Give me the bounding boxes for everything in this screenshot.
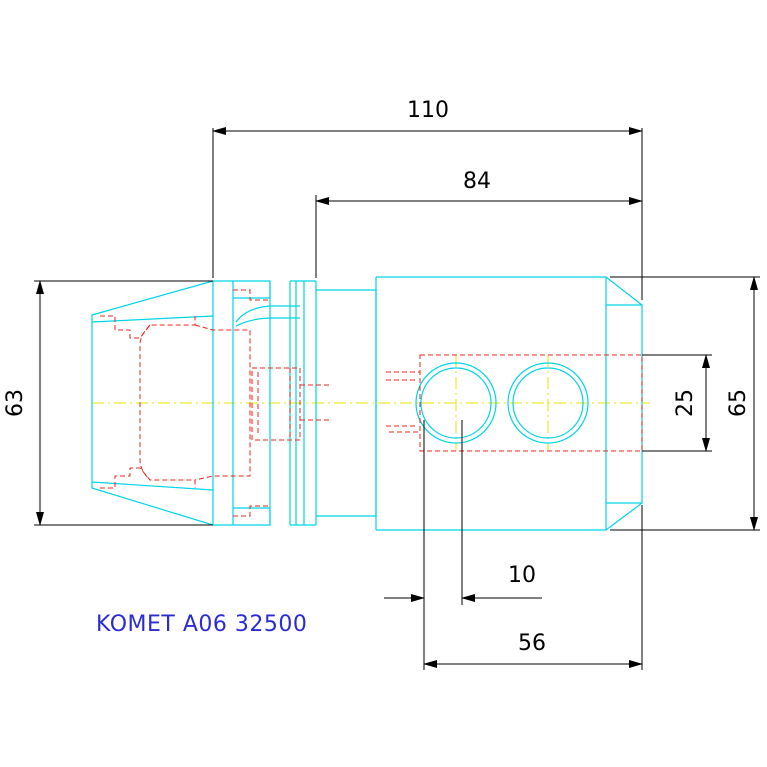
part-outline: [91, 276, 643, 531]
hidden-lines: [100, 289, 643, 517]
dim-hole-pattern-height: 25: [673, 389, 698, 417]
dim-overall-length: 110: [407, 98, 449, 123]
dim-hole-offset: 10: [508, 563, 536, 588]
dim-body-length: 84: [463, 169, 491, 194]
dim-hole-span: 56: [518, 631, 546, 656]
dimension-lines: [34, 127, 760, 670]
part-title: KOMET A06 32500: [96, 612, 308, 637]
dim-shank-diameter: 63: [3, 389, 28, 417]
dim-body-height: 65: [726, 389, 751, 417]
centerlines: [92, 355, 650, 450]
